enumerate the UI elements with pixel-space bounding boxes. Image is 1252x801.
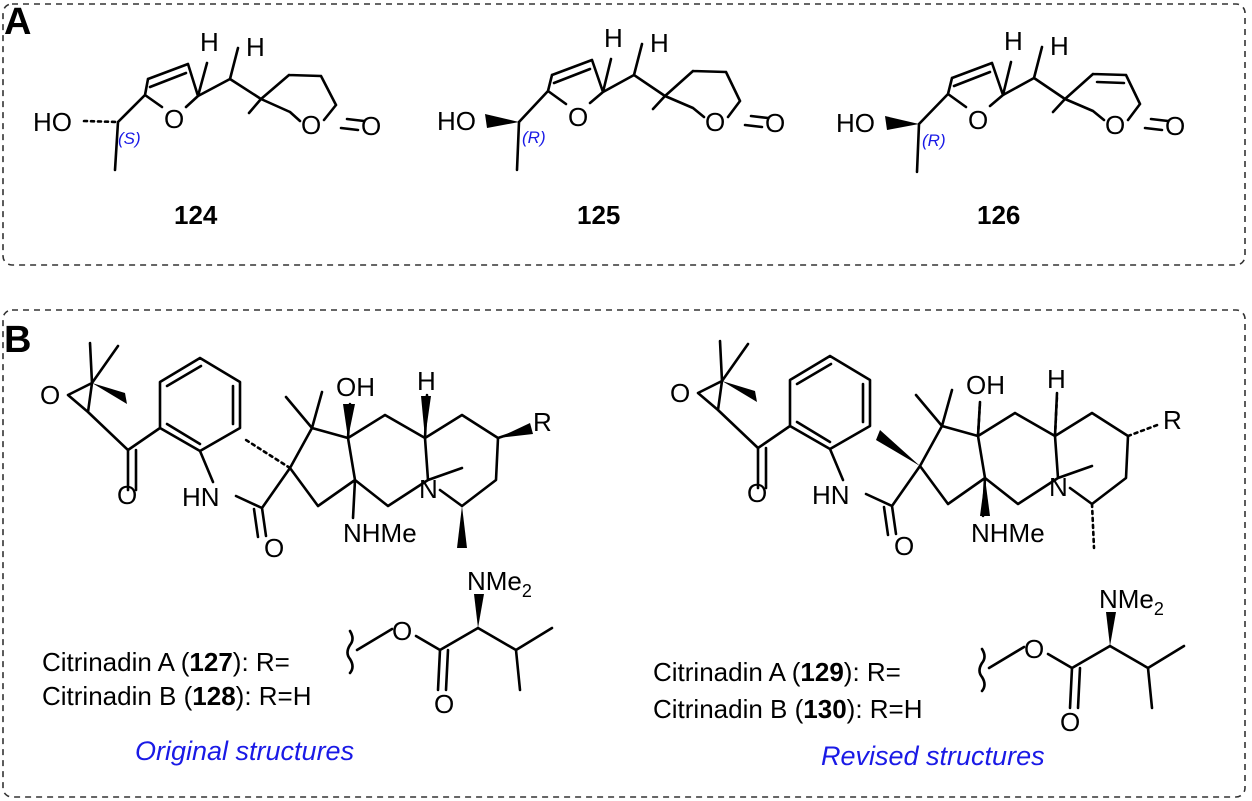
original-wedge-methyl: [457, 506, 467, 548]
revised-legend-line-1: Citrinadin A (129): R=: [653, 657, 901, 687]
compound-124-carbonyl-oxygen: O: [361, 111, 381, 141]
original-wedge-epoxide: [92, 383, 127, 404]
revised-r-group: [978, 612, 1186, 710]
revised-nhme: NHMe: [971, 518, 1045, 548]
original-r-group: [346, 594, 554, 692]
panel-b-border: [2, 309, 1246, 798]
compound-124-lactone-oxygen: O: [301, 110, 321, 140]
original-r-group-oxygen: O: [392, 616, 412, 646]
revised-wedge-epoxide: [722, 381, 757, 402]
original-lactam-oxygen: O: [264, 533, 284, 563]
original-r-group-nme2: NMe2: [467, 566, 532, 601]
revised-r: R: [1163, 405, 1182, 435]
original-nhme: NHMe: [343, 518, 417, 548]
compound-125-lactone-oxygen: O: [705, 107, 725, 137]
original-wedge-oh: [343, 404, 355, 438]
original-structures-caption: Original structures: [135, 736, 354, 766]
original-r-group-wedge: [474, 594, 484, 628]
compound-126-number: 126: [977, 200, 1020, 230]
citrinadin-original-structure: [66, 341, 533, 548]
compound-126-ring-oxygen: O: [968, 105, 988, 135]
original-epoxide-oxygen: O: [40, 380, 60, 410]
revised-structures-caption: Revised structures: [821, 741, 1045, 771]
original-r-group-carbonyl-oxygen: O: [434, 689, 454, 719]
compound-125-wedge-bond: [485, 114, 519, 128]
compound-124-ring-oxygen: O: [164, 104, 184, 134]
revised-wedge-nhme: [980, 478, 990, 516]
compound-125-stereo-label: (R): [522, 128, 546, 147]
compound-126-lactone-oxygen: O: [1105, 110, 1125, 140]
panel-a-label: A: [4, 1, 31, 43]
compound-125-hydrogen-2: H: [650, 28, 669, 58]
compound-126-carbonyl-oxygen: O: [1165, 111, 1185, 141]
original-n: N: [419, 474, 438, 504]
original-legend-line-1: Citrinadin A (127): R=: [42, 647, 290, 677]
revised-epoxide-oxygen: O: [670, 378, 690, 408]
compound-124-number: 124: [174, 200, 218, 230]
revised-n: N: [1049, 472, 1068, 502]
compound-126-wedge-bond: [885, 116, 919, 130]
compound-125-structure: [485, 42, 770, 172]
compound-125-number: 125: [577, 200, 620, 230]
revised-r-group-nme2: NMe2: [1099, 584, 1164, 619]
compound-126-hydrogen-1: H: [1004, 26, 1023, 56]
revised-h: H: [1047, 364, 1066, 394]
compound-124-hydrogen-1: H: [200, 27, 219, 57]
original-h: H: [417, 366, 436, 396]
revised-lactam-oxygen: O: [894, 531, 914, 561]
revised-legend-line-2: Citrinadin B (130): R=H: [653, 694, 923, 724]
compound-124-structure: [82, 46, 366, 172]
revised-ketone-oxygen: O: [747, 478, 767, 508]
revised-r-group-oxygen: O: [1024, 634, 1044, 664]
original-nh: HN: [182, 482, 220, 512]
original-r: R: [533, 407, 552, 437]
compound-124-stereo-label: (S): [118, 129, 141, 148]
original-legend-line-2: Citrinadin B (128): R=H: [42, 681, 312, 711]
revised-nh: HN: [812, 480, 850, 510]
compound-126-hydrogen-2: H: [1050, 31, 1069, 61]
citrinadin-revised-structure: [696, 339, 1162, 550]
compound-126-ho: HO: [836, 108, 875, 138]
original-wedge-r: [498, 423, 533, 438]
compound-125-ho: HO: [437, 106, 476, 136]
compound-126-stereo-label: (R): [922, 131, 946, 150]
compound-125-carbonyl-oxygen: O: [765, 108, 785, 138]
original-wedge-h: [421, 396, 431, 438]
revised-r-group-wedge: [1106, 612, 1116, 646]
panel-a-border: [2, 3, 1246, 266]
panel-b-label: B: [4, 319, 31, 361]
revised-oh: OH: [966, 370, 1005, 400]
revised-r-group-carbonyl-oxygen: O: [1060, 707, 1080, 737]
original-ketone-oxygen: O: [117, 480, 137, 510]
original-oh: OH: [336, 372, 375, 402]
compound-125-ring-oxygen: O: [568, 102, 588, 132]
compound-124-hydrogen-2: H: [246, 32, 265, 62]
compound-125-hydrogen-1: H: [604, 23, 623, 53]
compound-126-structure: [885, 45, 1170, 174]
revised-wedge-spiro: [876, 430, 920, 466]
compound-124-ho: HO: [33, 107, 72, 137]
